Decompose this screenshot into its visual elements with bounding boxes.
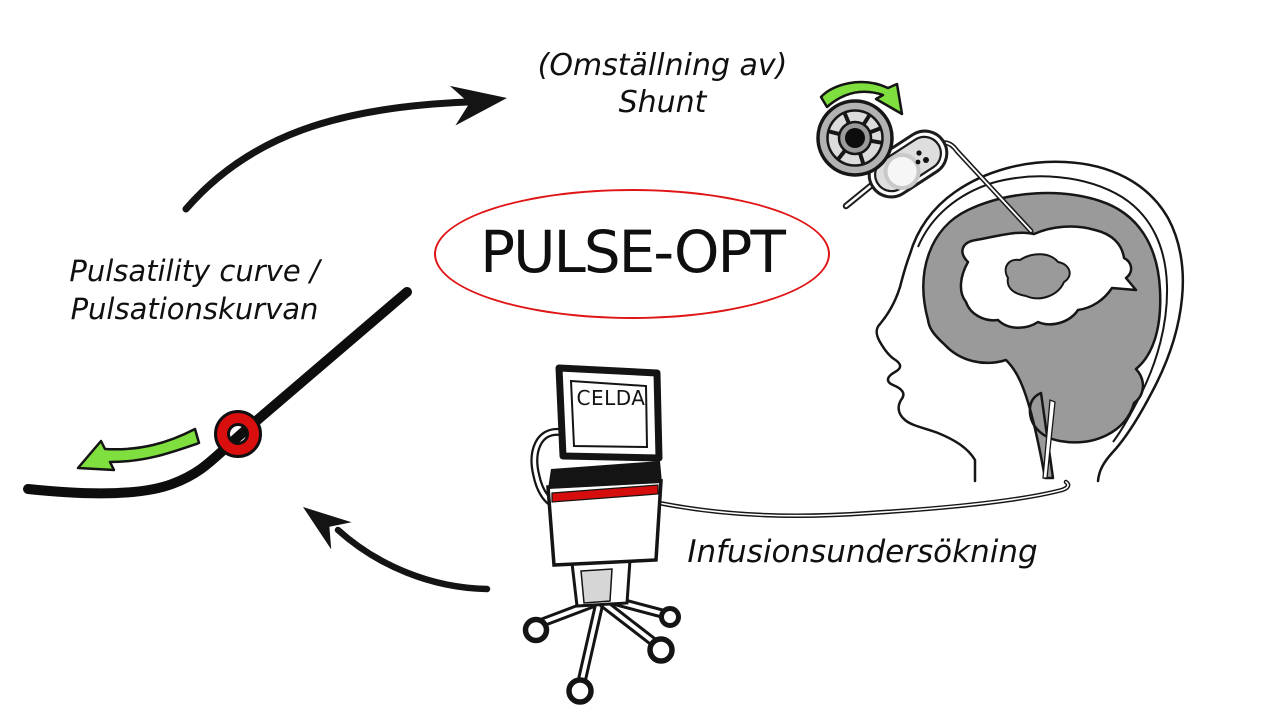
center-label: PULSE-OPT [480, 218, 786, 286]
top-node-label: (Omställning av) Shunt [470, 47, 855, 121]
caster-wheels [522, 606, 681, 705]
bottom-node-label: Infusionsundersökning [687, 534, 1038, 570]
head-profile-illustration [875, 160, 1185, 483]
cycle-arrow-bottom [303, 507, 491, 593]
device-cable-line [656, 479, 1071, 518]
top-node-line1: (Omställning av) [537, 48, 788, 83]
left-node-label: Pulsatility curve / Pulsationskurvan [22, 252, 367, 328]
shunt-valve-icon [842, 129, 949, 210]
spinal-canal-line [1042, 399, 1056, 479]
device-screen [569, 379, 649, 449]
adjustment-wheel-icon [816, 99, 894, 177]
cycle-arrow-top [182, 85, 507, 213]
head-outline [875, 160, 1185, 483]
center-ellipse: PULSE-OPT [434, 189, 830, 319]
valve-rotation-arrow-icon [819, 80, 904, 116]
green-shift-arrow-icon [76, 427, 201, 472]
left-node-line1: Pulsatility curve / [69, 254, 320, 288]
caster-legs [536, 593, 669, 689]
device-screen-label: CELDA [576, 386, 646, 410]
device-tray [548, 461, 662, 489]
left-node-line2: Pulsationskurvan [70, 292, 319, 326]
top-node-line2: Shunt [618, 85, 707, 120]
red-ring-marker [214, 410, 262, 458]
pedestal-face [580, 568, 613, 604]
thalamus-shape [1004, 253, 1071, 300]
celda-device-illustration [522, 364, 681, 705]
device-red-stripe [551, 484, 659, 503]
